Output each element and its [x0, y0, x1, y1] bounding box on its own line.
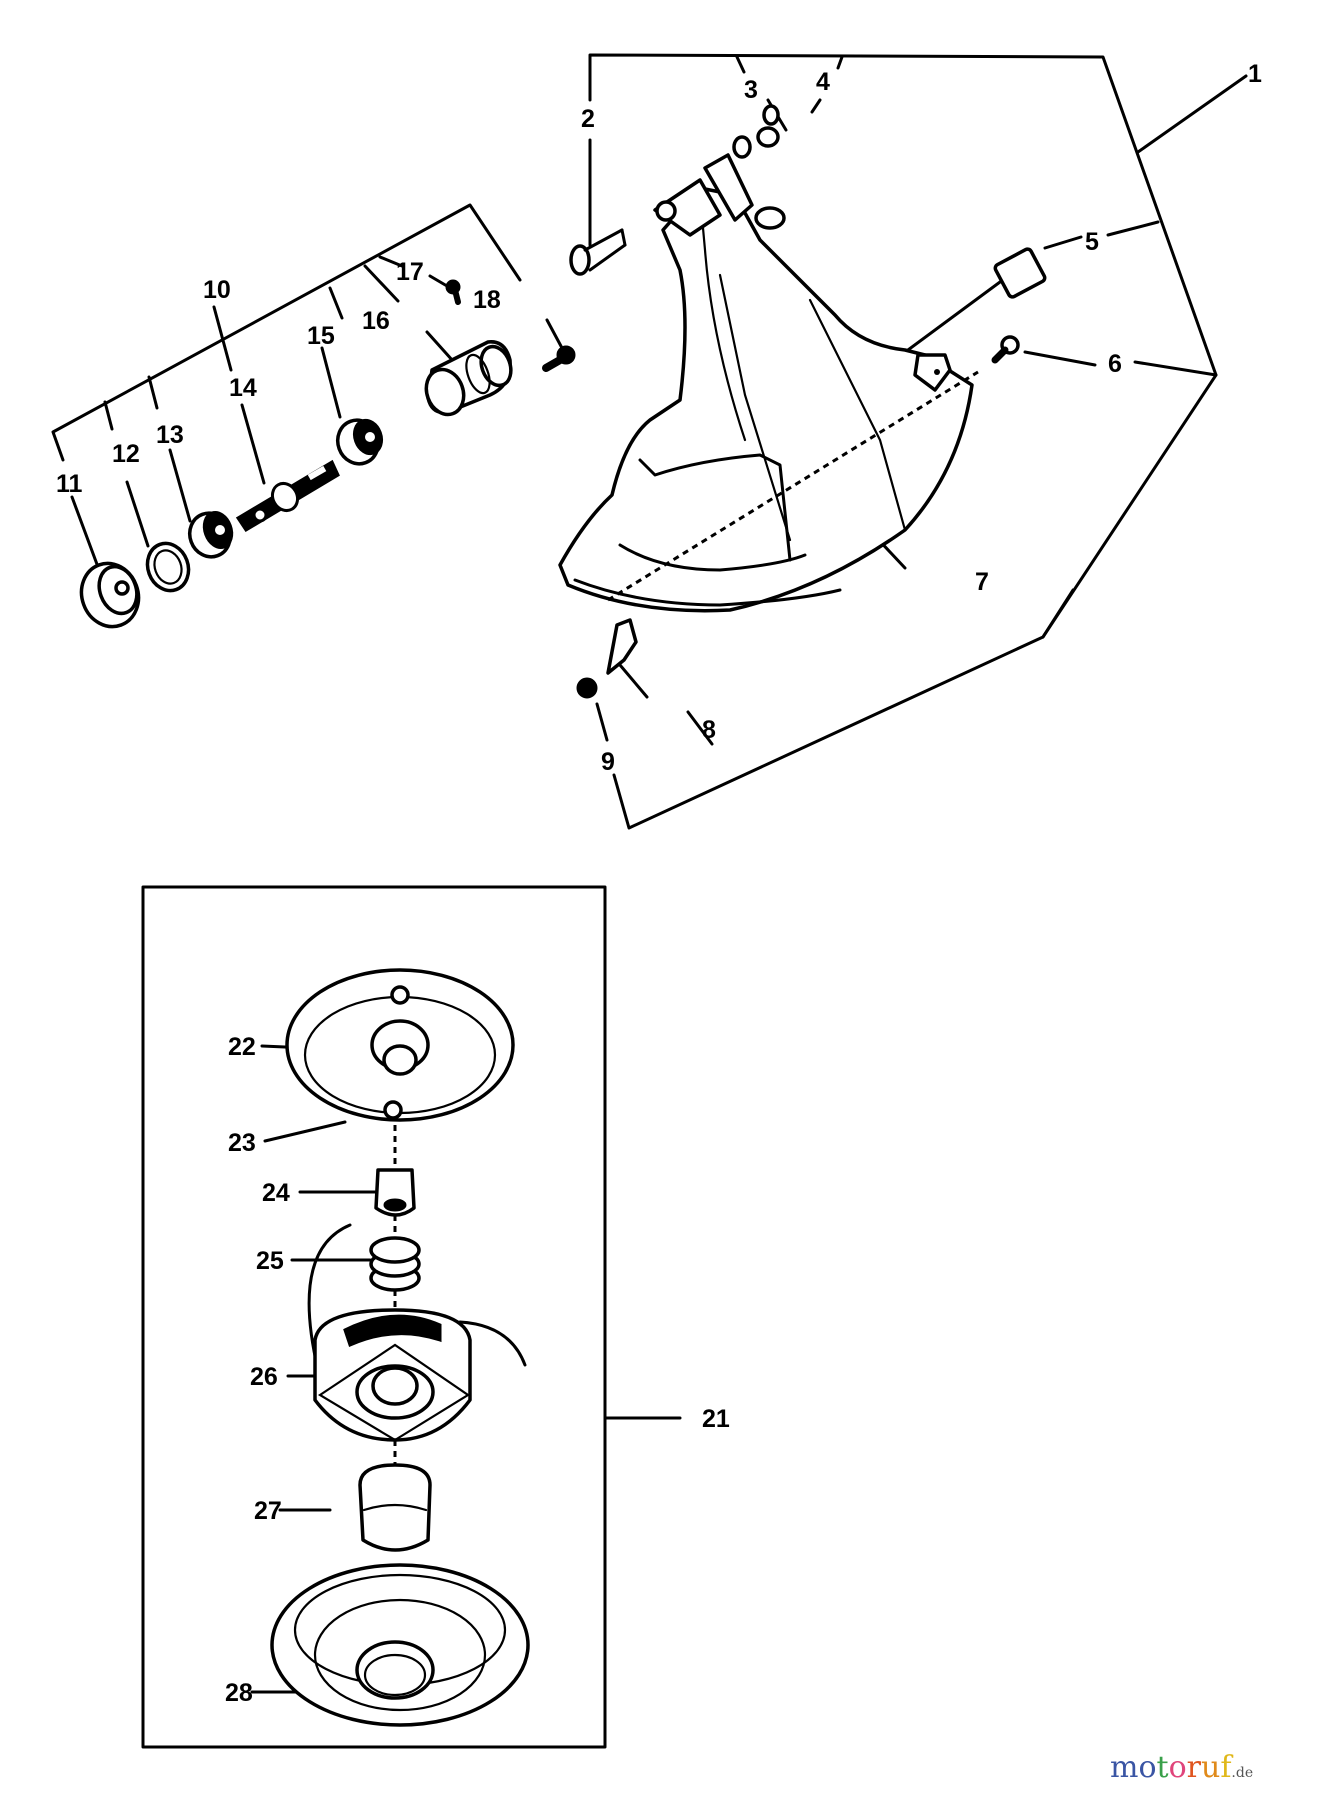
bracket-group-10 [51, 203, 522, 462]
callout-15: 15 [307, 322, 335, 350]
housing-part-16 [424, 340, 513, 417]
callout-17: 17 [396, 258, 424, 286]
guard-part-7 [558, 153, 979, 613]
watermark-letter: f [1220, 1750, 1232, 1785]
bolt-part-2 [569, 228, 627, 276]
watermark-letter: u [1200, 1750, 1221, 1785]
callout-9: 9 [601, 748, 615, 776]
watermark-letter: r [1186, 1750, 1201, 1785]
callout-6: 6 [1108, 350, 1122, 378]
callout-13: 13 [156, 421, 184, 449]
watermark-logo: motoruf.de [1110, 1750, 1253, 1785]
callout-11: 11 [56, 470, 83, 498]
callout-28: 28 [225, 1679, 253, 1707]
callout-labels: 1 2 3 4 5 6 7 8 9 10 11 12 13 14 15 16 1… [56, 60, 1262, 1707]
bump-knob-part-27 [358, 1463, 432, 1552]
callout-2: 2 [581, 105, 595, 133]
callout-3: 3 [744, 76, 758, 104]
spring-part-25 [369, 1236, 421, 1292]
bearing-part-13 [188, 511, 234, 559]
callout-26: 26 [250, 1363, 278, 1391]
callout-14: 14 [229, 374, 257, 402]
watermark-letter: o [1168, 1750, 1187, 1785]
watermark-tld: .de [1231, 1765, 1254, 1781]
callout-27: 27 [254, 1497, 282, 1525]
watermark-letter: o [1138, 1750, 1157, 1785]
screw-part-6 [991, 335, 1020, 364]
callout-16: 16 [362, 307, 390, 335]
callout-24: 24 [262, 1179, 290, 1207]
callout-1: 1 [1248, 60, 1262, 88]
watermark-letter: t [1156, 1750, 1169, 1785]
callout-10: 10 [203, 276, 231, 304]
spool-part-26 [307, 1223, 527, 1442]
line-cutter-part-8 [606, 618, 638, 675]
nut-part-24 [374, 1168, 416, 1217]
callout-7: 7 [975, 568, 989, 596]
callout-5: 5 [1085, 228, 1099, 256]
trimmer-head-box-21 [141, 885, 682, 1749]
callout-12: 12 [112, 440, 140, 468]
pad-part-5 [993, 247, 1047, 299]
callout-4: 4 [816, 68, 830, 96]
callout-8: 8 [702, 716, 716, 744]
outer-cap-part-28 [270, 1563, 530, 1727]
bracket-group-1 [588, 53, 1248, 830]
washer-part-3 [732, 135, 752, 159]
callout-23: 23 [228, 1129, 256, 1157]
screw-part-17 [445, 279, 461, 305]
bearing-part-11 [79, 561, 141, 629]
callout-18: 18 [473, 286, 501, 314]
cover-part-22 [285, 968, 515, 1122]
nut-part-4 [756, 104, 780, 148]
bearing-part-15 [336, 418, 384, 466]
callout-21: 21 [702, 1405, 730, 1433]
screw-part-18 [542, 345, 576, 372]
shaft-part-14 [235, 459, 340, 533]
nut-part-9 [576, 677, 598, 699]
callout-22: 22 [228, 1033, 256, 1061]
callout-25: 25 [256, 1247, 284, 1275]
watermark-letter: m [1110, 1750, 1139, 1785]
